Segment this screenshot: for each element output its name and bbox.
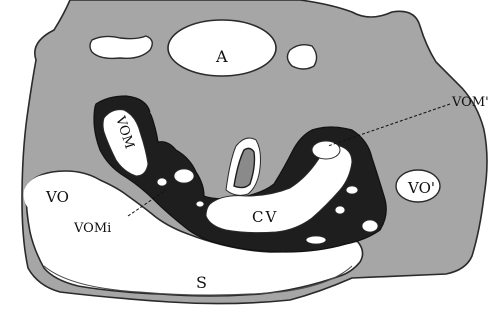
label-vomi: VOMi	[73, 221, 111, 236]
label-cv: CV	[252, 208, 278, 226]
label-a: A	[215, 47, 228, 66]
dark-tissue-hole	[335, 206, 345, 214]
dark-tissue-hole	[157, 178, 167, 186]
dark-tissue-hole	[346, 186, 358, 194]
dark-tissue-hole	[196, 201, 204, 207]
dark-tissue-hole	[306, 236, 326, 244]
dark-tissue-hole	[362, 220, 378, 232]
label-vo: VO	[45, 188, 69, 206]
upper-left-cavity	[90, 36, 152, 58]
upper-right-cavity	[287, 45, 316, 69]
dark-tissue-hole	[174, 169, 194, 183]
label-vom-prime: VOM'	[451, 95, 489, 110]
label-vo-prime: VO'	[407, 179, 435, 197]
label-s: S	[196, 273, 207, 292]
